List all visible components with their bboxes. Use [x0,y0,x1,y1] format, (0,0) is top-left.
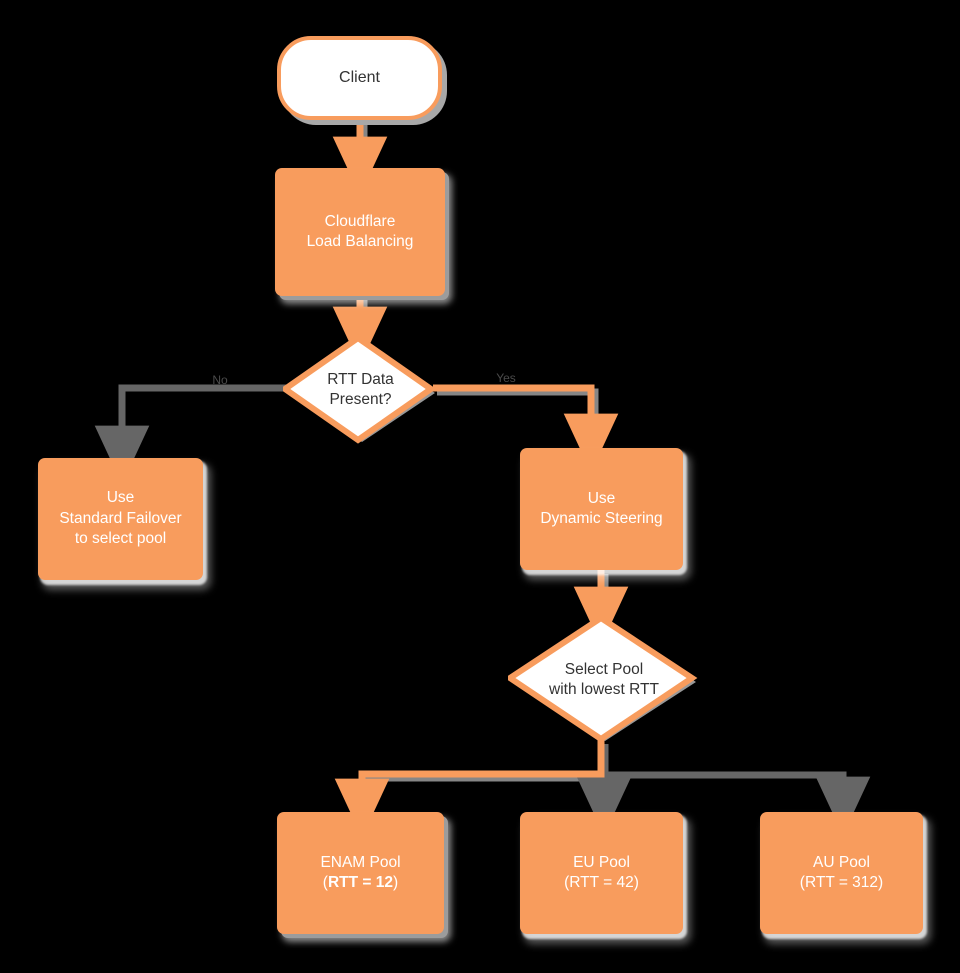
node-failover-line2: Standard Failover [59,509,182,527]
node-cloudflare-load-balancing-label: Cloudflare Load Balancing [307,212,414,253]
node-failover-line1: Use [106,489,135,507]
node-enam-paren-open: ( [322,874,328,891]
diamond-rtt-shape [279,334,437,444]
node-dynamic-line1: Use [587,489,616,507]
node-standard-failover-label: Use Standard Failover to select pool [59,488,181,549]
node-enam-pool[interactable]: ENAM Pool (RTT = 12) [277,812,444,934]
node-eu-pool-label: EU Pool (RTT = 42) [564,853,639,894]
node-enam-rtt-value: RTT = 12 [327,874,394,891]
node-lb-line2: Load Balancing [306,233,414,250]
diamond-select-pool-shape [504,614,698,743]
node-enam-line2: (RTT = 12) [320,873,400,893]
edge-label-yes: Yes [496,371,516,385]
node-enam-paren-close: ) [393,874,399,891]
node-eu-pool[interactable]: EU Pool (RTT = 42) [520,812,683,934]
node-cloudflare-load-balancing[interactable]: Cloudflare Load Balancing [275,168,445,296]
node-eu-line1: EU Pool [573,853,630,871]
node-au-line1: AU Pool [813,853,870,871]
node-au-line2: (RTT = 312) [799,874,884,891]
node-au-pool-label: AU Pool (RTT = 312) [800,853,883,894]
node-dynamic-steering-label: Use Dynamic Steering [540,489,662,530]
node-failover-line3: to select pool [74,530,167,548]
node-lb-line1: Cloudflare [324,212,396,230]
node-standard-failover[interactable]: Use Standard Failover to select pool [38,458,203,580]
node-dynamic-line2: Dynamic Steering [540,510,663,527]
node-rtt-data-present[interactable]: RTT Data Present? [279,334,438,446]
node-dynamic-steering[interactable]: Use Dynamic Steering [520,448,683,570]
node-client-label: Client [339,69,380,87]
node-select-pool[interactable]: Select Pool with lowest RTT [504,614,700,746]
node-client[interactable]: Client [277,36,442,120]
node-enam-pool-label: ENAM Pool (RTT = 12) [320,853,400,894]
node-eu-line2: (RTT = 42) [564,874,639,891]
node-enam-line1: ENAM Pool [320,853,401,871]
edge-label-no: No [212,373,228,387]
node-au-pool[interactable]: AU Pool (RTT = 312) [760,812,923,934]
